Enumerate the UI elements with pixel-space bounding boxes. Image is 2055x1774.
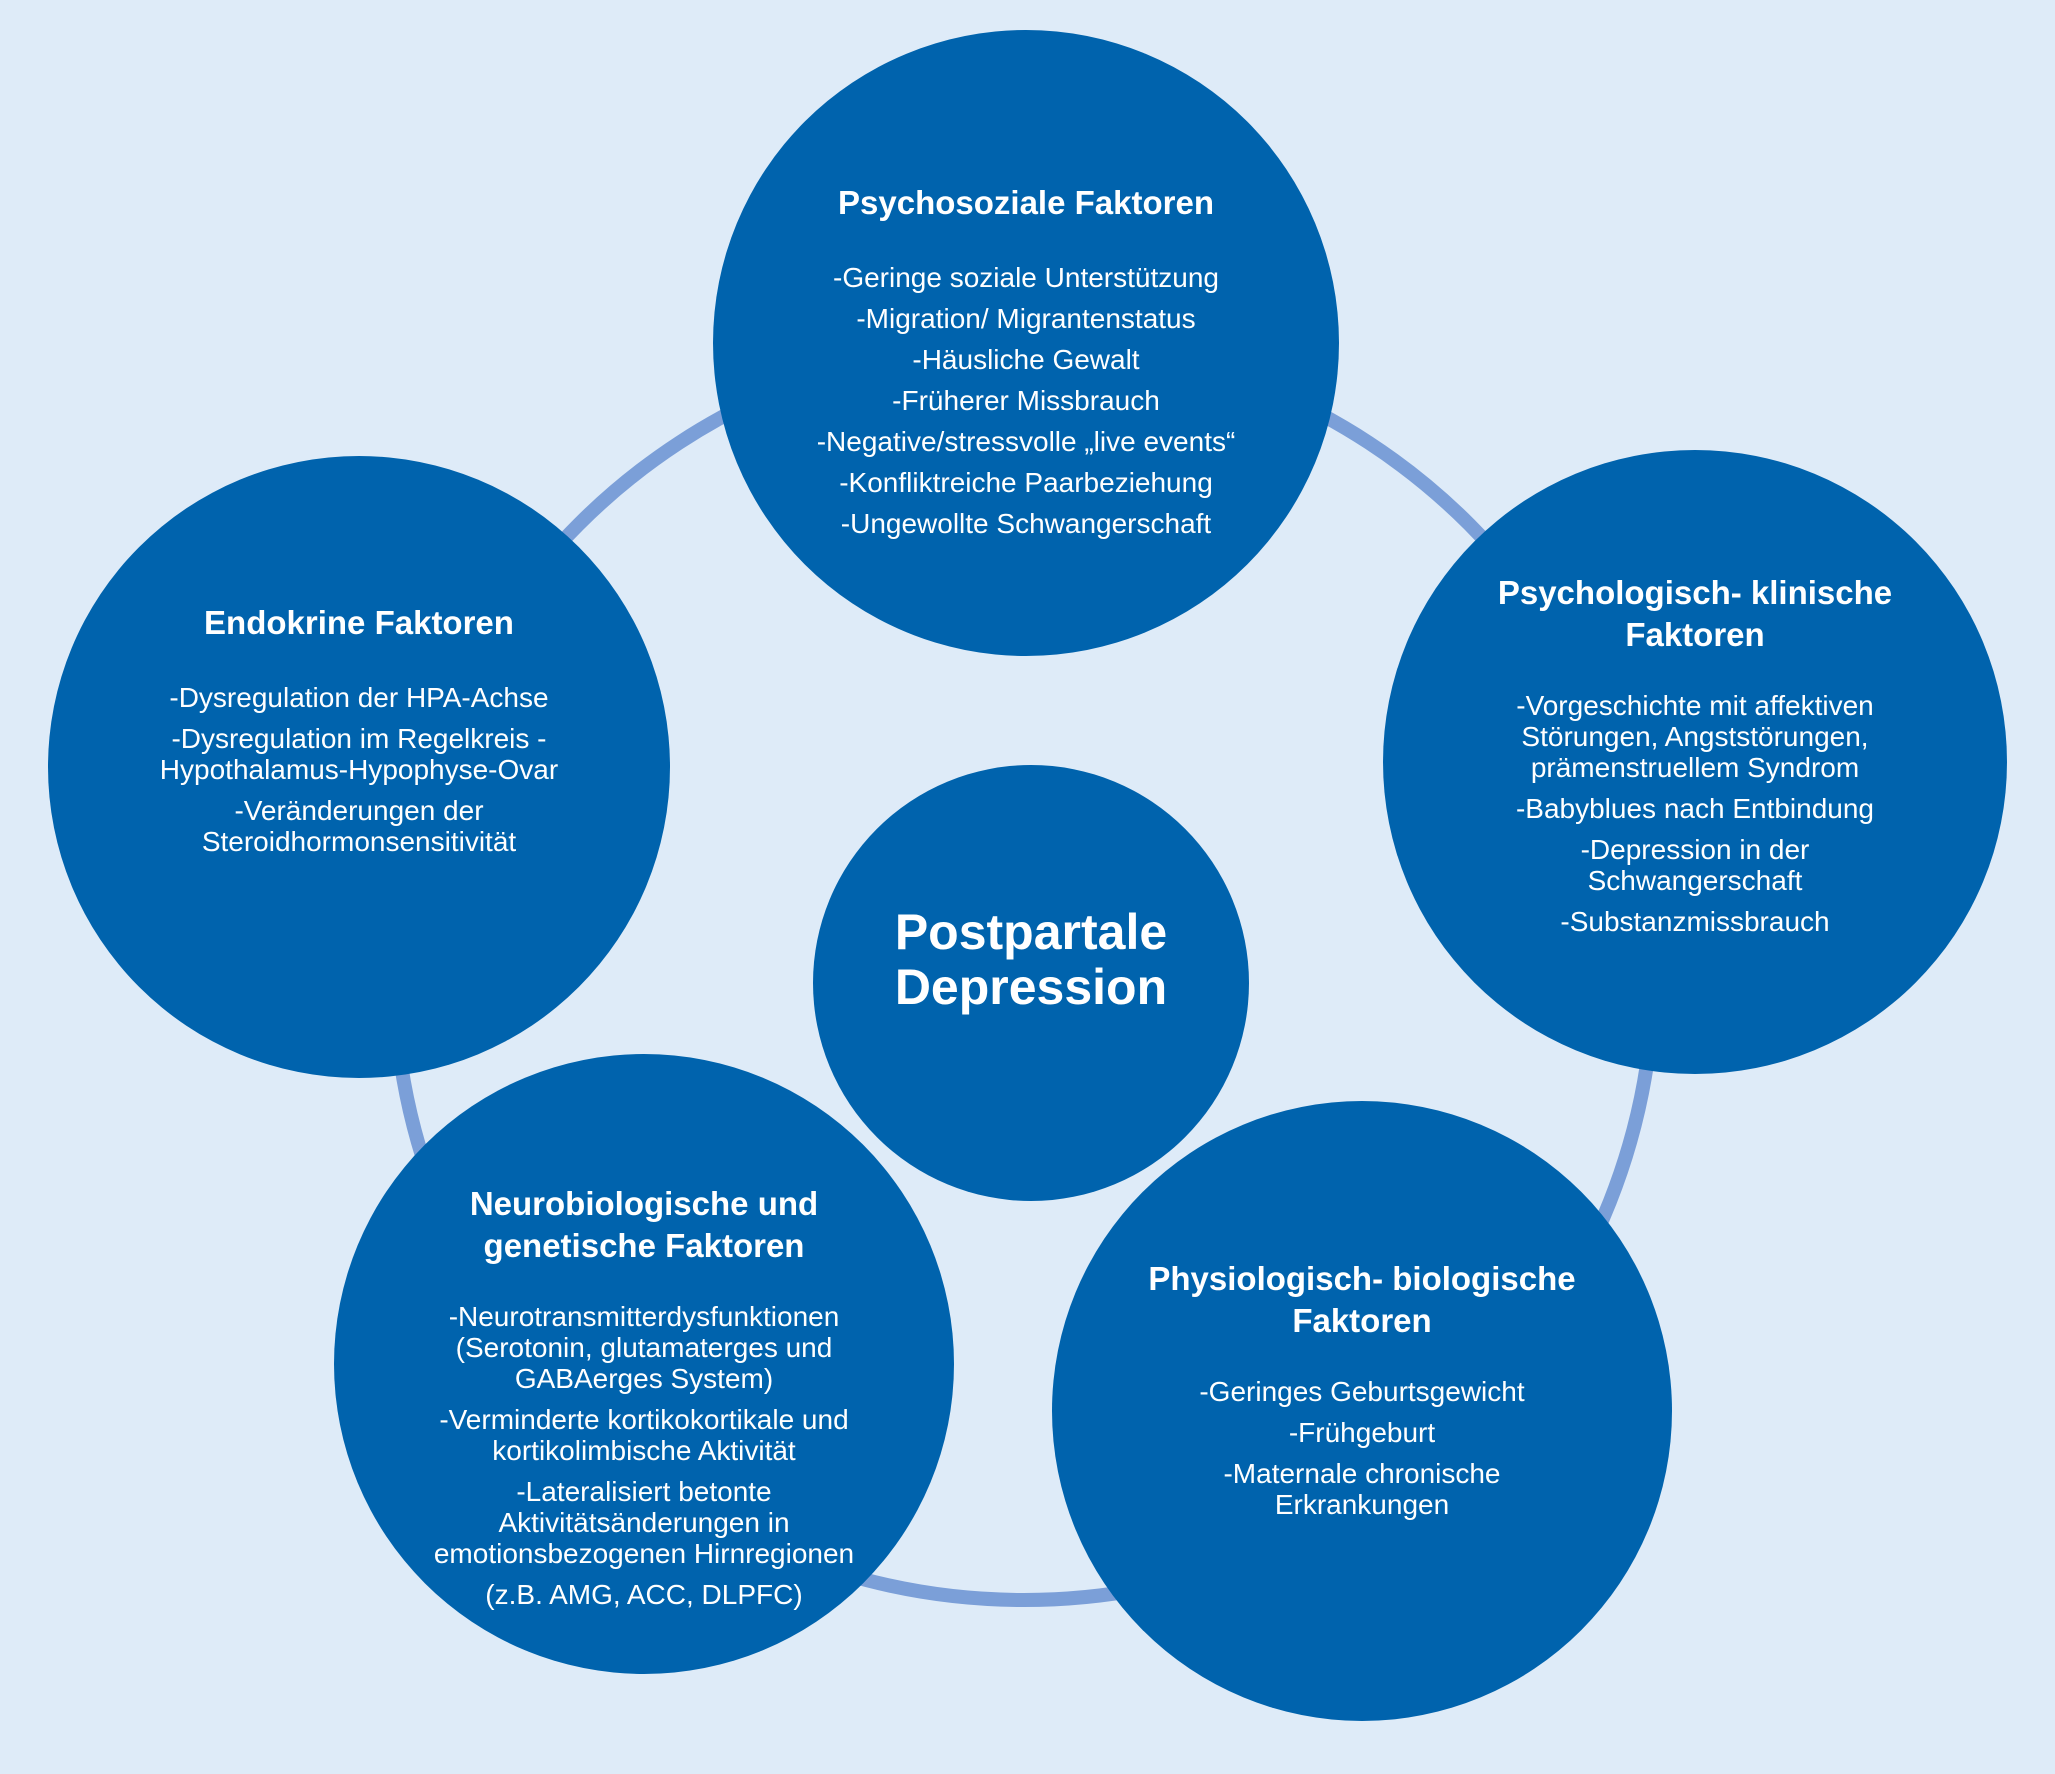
factor-item: -Frühgeburt [1288,1417,1436,1448]
factor-item: -Babyblues nach Entbindung [1515,793,1875,824]
factor-item: -Geringes Geburtsgewicht [1199,1376,1525,1407]
factor-item: -Konfliktreiche Paarbeziehung [839,467,1213,498]
factor-list: -Dysregulation der HPA-Achse -Dysregulat… [48,682,670,857]
factor-item: (z.B. AMG, ACC, DLPFC) [485,1579,803,1610]
node-title: Neurobiologische und genetische Faktoren [469,1185,819,1264]
factor-list: -Neurotransmitterdysfunktionen (Serotoni… [334,1301,954,1610]
factor-item: -Früherer Missbrauch [892,385,1160,416]
center-circle: Postpartale Depression [813,765,1249,1201]
factor-list: -Vorgeschichte mit affektiven Störungen,… [1383,690,2007,937]
node-title: Physiologisch- biologische Faktoren [1148,1260,1576,1339]
factor-item: -Maternale chronische Erkrankungen [1223,1458,1501,1520]
factor-item: -Veränderungen der Steroidhormonsensitiv… [201,795,517,857]
factor-item: -Ungewollte Schwangerschaft [840,508,1212,539]
factor-item: -Migration/ Migrantenstatus [856,303,1196,334]
factor-item: -Negative/stressvolle „live events“ [816,426,1236,457]
factor-list: -Geringe soziale Unterstützung -Migratio… [713,262,1339,539]
node-psychosoziale-faktoren: Psychosoziale Faktoren -Geringe soziale … [713,30,1339,656]
factor-item: -Geringe soziale Unterstützung [833,262,1219,293]
factor-item: -Lateralisiert betonte Aktivitätsänderun… [433,1476,855,1569]
factor-item: -Häusliche Gewalt [912,344,1140,375]
node-endokrine-faktoren: Endokrine Faktoren -Dysregulation der HP… [48,456,670,1078]
factor-item: -Neurotransmitterdysfunktionen (Serotoni… [448,1301,840,1394]
node-title: Psychosoziale Faktoren [838,184,1214,221]
factor-item: -Dysregulation der HPA-Achse [169,682,549,713]
factor-item: -Depression in der Schwangerschaft [1580,834,1810,896]
factor-list: -Geringes Geburtsgewicht -Frühgeburt -Ma… [1052,1376,1672,1520]
node-psychologisch-klinische-faktoren: Psychologisch- klinische Faktoren -Vorge… [1383,450,2007,1074]
node-physiologisch-biologische-faktoren: Physiologisch- biologische Faktoren -Ger… [1052,1101,1672,1721]
center-title: Postpartale Depression [894,904,1168,1015]
factor-item: -Dysregulation im Regelkreis - Hypothala… [159,723,559,785]
factor-item: -Substanzmissbrauch [1560,906,1830,937]
factor-item: -Verminderte kortikokortikale und kortik… [439,1404,849,1466]
factor-item: -Vorgeschichte mit affektiven Störungen,… [1516,690,1874,783]
node-title: Psychologisch- klinische Faktoren [1497,574,1893,653]
node-neurobiologische-genetische-faktoren: Neurobiologische und genetische Faktoren… [334,1054,954,1674]
node-title: Endokrine Faktoren [204,604,514,641]
